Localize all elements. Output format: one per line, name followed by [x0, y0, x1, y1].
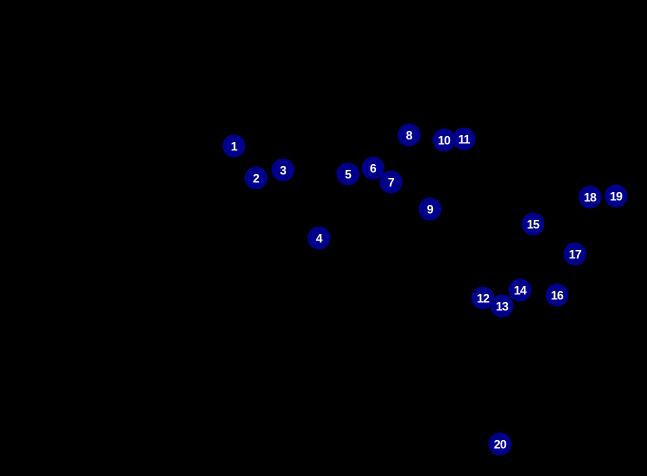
- numbered-marker-13[interactable]: 13: [490, 294, 514, 318]
- marker-number-label: 2: [252, 171, 260, 185]
- marker-number-label: 10: [437, 133, 451, 147]
- marker-number-label: 1: [230, 139, 238, 153]
- numbered-marker-14[interactable]: 14: [508, 278, 532, 302]
- marker-number-label: 13: [495, 299, 509, 313]
- marker-number-label: 18: [583, 190, 597, 204]
- numbered-marker-19[interactable]: 19: [604, 184, 628, 208]
- numbered-marker-3[interactable]: 3: [271, 158, 295, 182]
- numbered-marker-9[interactable]: 9: [418, 197, 442, 221]
- numbered-marker-20[interactable]: 20: [488, 432, 512, 456]
- marker-number-label: 5: [344, 167, 352, 181]
- marker-number-label: 3: [279, 163, 287, 177]
- marker-number-label: 6: [369, 161, 377, 175]
- marker-number-label: 4: [315, 231, 323, 245]
- numbered-marker-2[interactable]: 2: [244, 166, 268, 190]
- numbered-marker-18[interactable]: 18: [578, 185, 602, 209]
- marker-number-label: 12: [476, 291, 490, 305]
- marker-number-label: 8: [405, 128, 413, 142]
- marker-number-label: 17: [568, 247, 582, 261]
- numbered-marker-15[interactable]: 15: [521, 212, 545, 236]
- marker-number-label: 16: [550, 288, 564, 302]
- numbered-marker-12[interactable]: 12: [471, 286, 495, 310]
- numbered-marker-10[interactable]: 10: [432, 128, 456, 152]
- marker-number-label: 7: [387, 175, 395, 189]
- numbered-marker-6[interactable]: 6: [361, 156, 385, 180]
- numbered-marker-1[interactable]: 1: [222, 134, 246, 158]
- marker-number-label: 11: [458, 132, 470, 146]
- marker-number-label: 19: [609, 189, 623, 203]
- marker-number-label: 20: [493, 437, 507, 451]
- numbered-marker-4[interactable]: 4: [307, 226, 331, 250]
- numbered-marker-5[interactable]: 5: [336, 162, 360, 186]
- numbered-marker-17[interactable]: 17: [563, 242, 587, 266]
- marker-number-label: 14: [513, 283, 527, 297]
- marker-number-label: 15: [526, 217, 540, 231]
- marker-number-label: 9: [426, 202, 434, 216]
- numbered-marker-8[interactable]: 8: [397, 123, 421, 147]
- numbered-marker-16[interactable]: 16: [545, 283, 569, 307]
- numbered-marker-7[interactable]: 7: [379, 170, 403, 194]
- numbered-marker-11[interactable]: 11: [452, 127, 476, 151]
